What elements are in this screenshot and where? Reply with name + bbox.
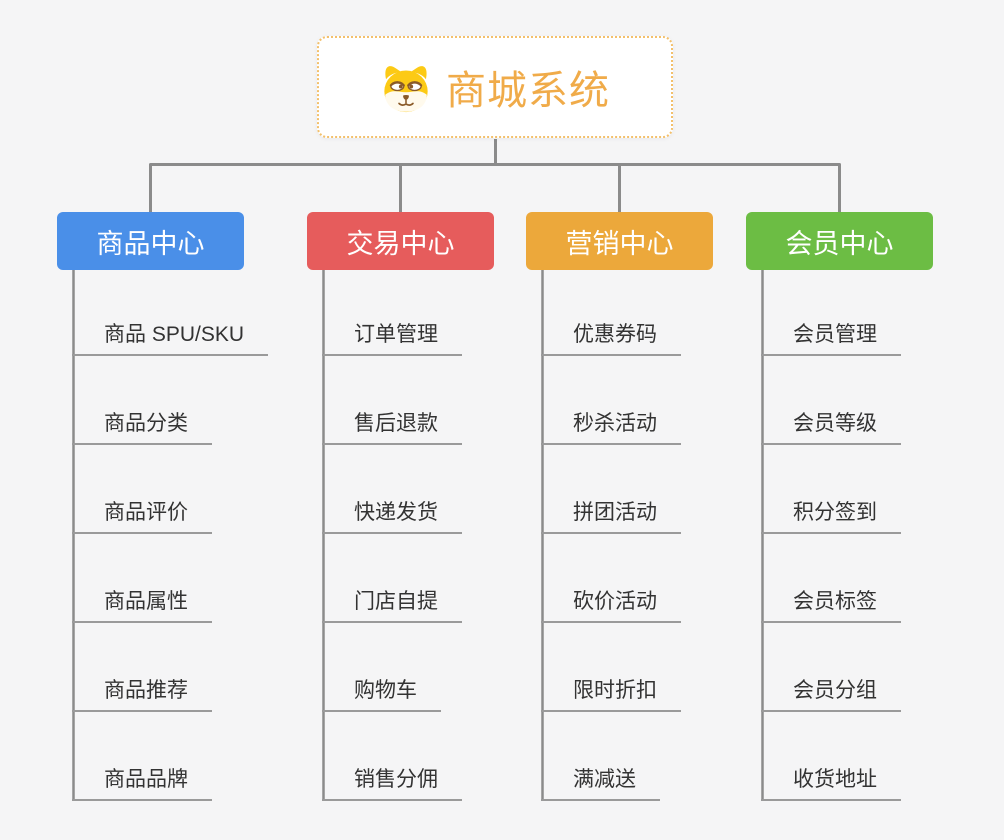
child-node-product-center-3[interactable]: 商品评价 xyxy=(72,498,212,534)
child-node-product-center-6[interactable]: 商品品牌 xyxy=(72,765,212,801)
root-node[interactable]: 商城系统 xyxy=(317,36,673,138)
child-node-trade-center-6[interactable]: 销售分佣 xyxy=(322,765,462,801)
child-node-member-center-5[interactable]: 会员分组 xyxy=(761,676,901,712)
dog-face-icon xyxy=(380,60,432,114)
child-node-marketing-center-6[interactable]: 满减送 xyxy=(541,765,660,801)
child-node-member-center-1[interactable]: 会员管理 xyxy=(761,320,901,356)
root-title: 商城系统 xyxy=(446,69,610,113)
child-node-marketing-center-5[interactable]: 限时折扣 xyxy=(541,676,681,712)
child-node-product-center-1[interactable]: 商品 SPU/SKU xyxy=(72,320,269,356)
branch-label-member-center: 会员中心 xyxy=(785,228,894,259)
branch-box-trade-center[interactable]: 交易中心 xyxy=(307,212,494,270)
branch-box-marketing-center[interactable]: 营销中心 xyxy=(526,212,713,270)
child-node-trade-center-4[interactable]: 门店自提 xyxy=(322,587,462,623)
child-node-marketing-center-3[interactable]: 拼团活动 xyxy=(541,498,681,534)
child-node-trade-center-2[interactable]: 售后退款 xyxy=(322,409,462,445)
child-node-trade-center-5[interactable]: 购物车 xyxy=(322,676,441,712)
child-node-member-center-6[interactable]: 收货地址 xyxy=(761,765,901,801)
child-node-trade-center-3[interactable]: 快递发货 xyxy=(322,498,462,534)
branch-label-trade-center: 交易中心 xyxy=(346,228,455,259)
branch-label-product-center: 商品中心 xyxy=(96,228,205,259)
child-node-product-center-5[interactable]: 商品推荐 xyxy=(72,676,212,712)
child-node-member-center-3[interactable]: 积分签到 xyxy=(761,498,901,534)
branch-box-member-center[interactable]: 会员中心 xyxy=(746,212,933,270)
child-node-member-center-4[interactable]: 会员标签 xyxy=(761,587,901,623)
child-node-product-center-2[interactable]: 商品分类 xyxy=(72,409,212,445)
tree-connector-path xyxy=(149,139,841,212)
branch-box-product-center[interactable]: 商品中心 xyxy=(57,212,244,270)
child-node-marketing-center-4[interactable]: 砍价活动 xyxy=(541,587,681,623)
child-node-product-center-4[interactable]: 商品属性 xyxy=(72,587,212,623)
branch-label-marketing-center: 营销中心 xyxy=(565,228,674,259)
child-node-member-center-2[interactable]: 会员等级 xyxy=(761,409,901,445)
child-node-marketing-center-2[interactable]: 秒杀活动 xyxy=(541,409,681,445)
child-node-marketing-center-1[interactable]: 优惠券码 xyxy=(541,320,681,356)
child-node-trade-center-1[interactable]: 订单管理 xyxy=(322,320,462,356)
